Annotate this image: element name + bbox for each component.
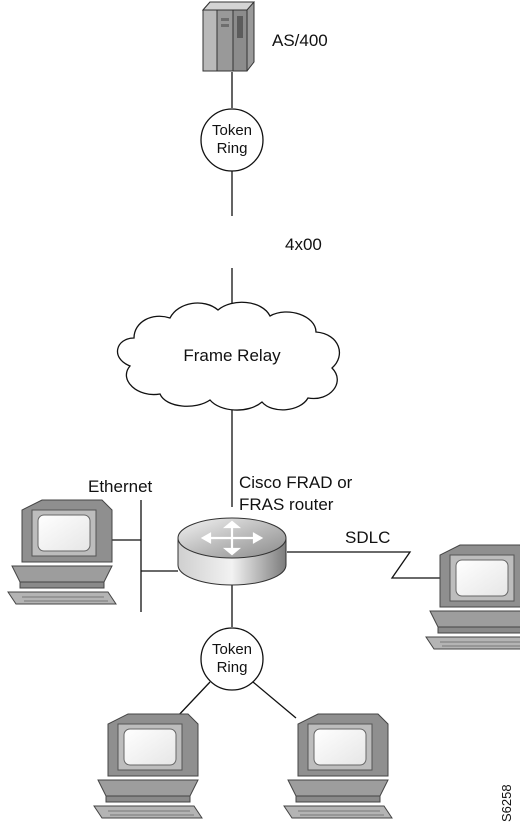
token-ring-top-label-2: Ring [217, 140, 248, 157]
frame-relay-cloud [117, 301, 341, 411]
sdlc-link [287, 551, 446, 579]
as400-server-icon [201, 1, 256, 72]
token-ring-bottom [200, 627, 264, 691]
token-ring-pc-left-icon [93, 713, 203, 819]
connection-lines [108, 72, 446, 719]
frame-relay-label: Frame Relay [183, 346, 281, 365]
figure-id-label: S6258 [499, 784, 514, 822]
router-label-line1: Cisco FRAD or [239, 473, 353, 492]
token-ring-pc-right-icon [283, 713, 393, 819]
sdlc-pc-icon [425, 544, 520, 650]
token-ring-bottom-label-1: Token [212, 641, 252, 658]
as400-label: AS/400 [272, 31, 328, 50]
router-icon [177, 517, 287, 586]
token-ring-bottom-label-2: Ring [217, 659, 248, 676]
bottom-ring-to-right-pc-link [252, 681, 297, 719]
token-ring-top [200, 108, 264, 172]
sdlc-label: SDLC [345, 528, 390, 547]
ethernet-label: Ethernet [88, 477, 153, 496]
router-label-line2: FRAS router [239, 495, 334, 514]
ethernet-pc-icon [7, 499, 117, 605]
link-4x00-label: 4x00 [285, 235, 322, 254]
bottom-ring-to-left-pc-link [175, 681, 211, 719]
token-ring-top-label-1: Token [212, 122, 252, 139]
